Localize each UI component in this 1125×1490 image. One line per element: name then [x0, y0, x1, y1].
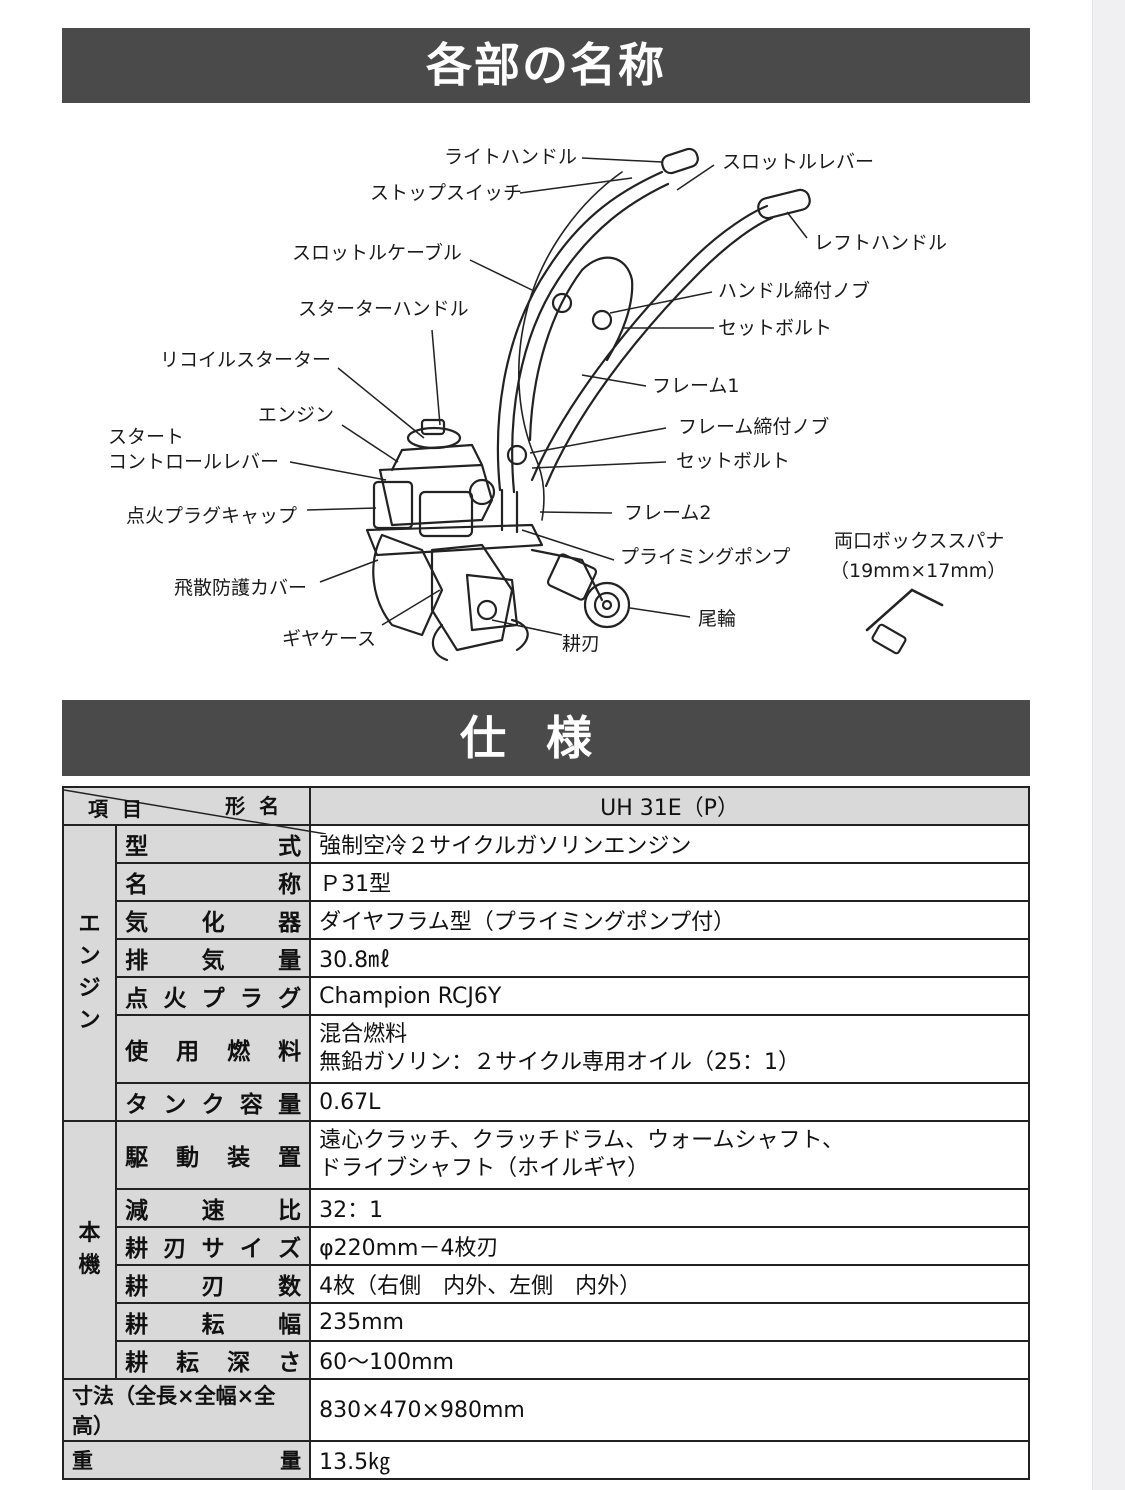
size-value: 830×470×980mm	[309, 1378, 1030, 1442]
body-group-label: 本機	[61, 1120, 118, 1380]
tiller-illustration	[289, 147, 944, 662]
engine-value-2: ダイヤフラム型（プライミングポンプ付）	[309, 900, 1030, 940]
engine-label-3: 排気量	[115, 938, 312, 978]
table-row: 使用燃料混合燃料無鉛ガソリン：２サイクル専用オイル（25：1）	[63, 1014, 1030, 1084]
label-priming-pump: プライミングポンプ	[620, 546, 791, 568]
label-engine: エンジン	[258, 404, 335, 426]
table-row: エンジン型式強制空冷２サイクルガソリンエンジン	[61, 824, 1030, 1122]
section-title-parts: 各部の名称	[62, 28, 1030, 103]
body-label-3: 耕刃数	[115, 1264, 312, 1304]
scrollbar-track[interactable]	[1092, 0, 1125, 1490]
engine-value-4: Champion RCJ6Y	[309, 976, 1030, 1016]
label-light-handle: ライトハンドル	[444, 146, 578, 168]
label-frame2: フレーム2	[624, 502, 712, 524]
engine-label-1: 名称	[115, 862, 312, 902]
body-value-2: φ220mm－4枚刃	[309, 1226, 1030, 1266]
engine-label-4: 点火プラグ	[115, 976, 312, 1016]
header-model-value: UH 31E（P）	[309, 786, 1030, 826]
table-header-row: 形名 項目 UH 31E（P）	[61, 786, 1030, 834]
header-item-label: 項目	[88, 797, 156, 821]
body-value-0: 遠心クラッチ、クラッチドラム、ウォームシャフト、ドライブシャフト（ホイルギヤ）	[309, 1120, 1030, 1190]
engine-label-6: タンク容量	[115, 1082, 312, 1122]
body-label-1: 減速比	[115, 1188, 312, 1228]
table-row: 本機駆動装置遠心クラッチ、クラッチドラム、ウォームシャフト、ドライブシャフト（ホ…	[61, 1120, 1030, 1380]
size-label: 寸法（全長×全幅×全高）	[61, 1378, 312, 1442]
label-stop-switch: ストップスイッチ	[370, 182, 523, 204]
label-spanner-size: （19mm×17mm）	[830, 560, 1007, 582]
body-value-3: 4枚（右側 内外、左側 内外）	[309, 1264, 1030, 1304]
engine-value-0: 強制空冷２サイクルガソリンエンジン	[309, 824, 1030, 864]
engine-value-6: 0.67L	[309, 1082, 1030, 1122]
table-row: 寸法（全長×全幅×全高）830×470×980mm	[61, 1378, 1030, 1442]
label-guard-cover: 飛散防護カバー	[174, 577, 308, 599]
body-value-5: 60～100mm	[309, 1340, 1030, 1380]
label-start-control-2: コントロールレバー	[108, 451, 280, 473]
header-model-label: 形名	[225, 794, 294, 818]
engine-value-3: 30.8㎖	[309, 938, 1030, 978]
engine-label-2: 気化器	[115, 900, 312, 940]
body-label-0: 駆動装置	[115, 1120, 312, 1190]
engine-label-5: 使用燃料	[115, 1014, 312, 1084]
body-value-1: 32：1	[309, 1188, 1030, 1228]
label-frame1: フレーム1	[652, 375, 740, 397]
body-label-2: 耕刃サイズ	[115, 1226, 312, 1266]
label-left-handle: レフトハンドル	[814, 232, 948, 254]
label-set-bolt-2: セットボルト	[676, 450, 791, 472]
label-starter-handle: スターターハンドル	[298, 298, 469, 320]
engine-label-0: 型式	[115, 824, 312, 864]
engine-value-1: Ｐ31型	[309, 862, 1030, 902]
engine-group-label: エンジン	[61, 824, 118, 1122]
weight-label: 重量	[61, 1440, 312, 1480]
label-throttle-cable: スロットルケーブル	[292, 242, 462, 264]
body-value-4: 235mm	[309, 1302, 1030, 1342]
label-plug-cap: 点火プラグキャップ	[126, 505, 298, 527]
label-set-bolt-1: セットボルト	[718, 317, 833, 339]
label-tine: 耕刃	[562, 633, 601, 655]
body-label-5: 耕耘深さ	[115, 1340, 312, 1380]
section-title-spec: 仕様	[62, 700, 1030, 776]
label-frame-knob: フレーム締付ノブ	[678, 416, 830, 438]
label-handle-knob: ハンドル締付ノブ	[718, 280, 871, 302]
label-recoil-starter: リコイルスターター	[160, 349, 332, 371]
header-corner: 形名 項目	[61, 786, 326, 834]
weight-value: 13.5㎏	[309, 1440, 1030, 1480]
parts-diagram: ライトハンドル ストップスイッチ スロットルレバー レフトハンドル スロットルケ…	[62, 120, 1030, 680]
spec-table: 形名 項目 UH 31E（P） エンジン型式強制空冷２サイクルガソリンエンジン名…	[61, 786, 1030, 1480]
body-label-4: 耕耘幅	[115, 1302, 312, 1342]
label-start-control-1: スタート	[108, 426, 185, 448]
label-throttle-lever: スロットルレバー	[722, 151, 875, 173]
label-tail-wheel: 尾輪	[698, 608, 737, 630]
table-row: 気化器ダイヤフラム型（プライミングポンプ付）	[63, 900, 1030, 940]
engine-value-5: 混合燃料無鉛ガソリン：２サイクル専用オイル（25：1）	[309, 1014, 1030, 1084]
label-gear-case: ギヤケース	[282, 628, 377, 650]
label-spanner: 両口ボックススパナ	[834, 530, 1005, 552]
